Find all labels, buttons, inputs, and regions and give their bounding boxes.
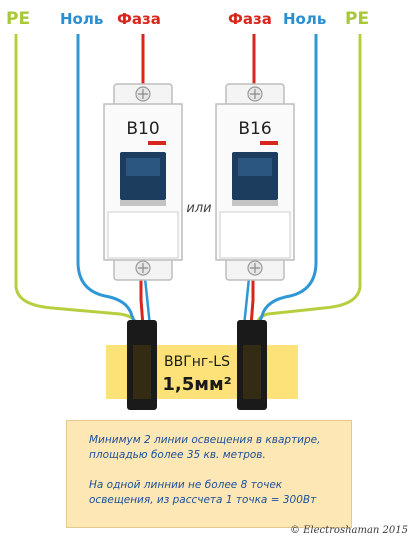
label-phase-right: Фаза <box>228 10 272 28</box>
label-pe-left: PE <box>6 9 30 29</box>
note-line: Минимум 2 линии освещения в квартире, <box>89 434 321 446</box>
label-pe-right: PE <box>345 9 369 29</box>
cable-section: 1,5мм² <box>162 374 231 395</box>
label-neutral-left: Ноль <box>60 10 103 28</box>
note-line: площадью более 35 кв. метров. <box>89 449 266 461</box>
label-phase-left: Фаза <box>117 10 161 28</box>
wire-neutral-right <box>256 34 318 327</box>
wire-blue-bottom-right <box>242 277 251 327</box>
wire-phase-bottom-left <box>139 278 145 327</box>
breaker-rating: B10 <box>126 119 159 139</box>
circuit-breaker-b10: B10 <box>103 83 183 281</box>
wire-neutral-left <box>76 34 138 327</box>
wire-phase-bottom-right <box>249 278 255 327</box>
note-line: освещения, из рассчета 1 точка = 300Вт <box>89 494 317 506</box>
circuit-breaker-b16: B16 <box>215 83 295 281</box>
info-note: Минимум 2 линии освещения в квартире, пл… <box>66 420 352 528</box>
cable-type: ВВГнг-LS <box>164 354 230 370</box>
or-label: или <box>186 201 211 216</box>
label-neutral-right: Ноль <box>283 10 326 28</box>
note-line: На одной линнии не более 8 точек <box>89 479 283 491</box>
breaker-rating: B16 <box>238 119 271 139</box>
wire-blue-bottom-left <box>143 277 152 327</box>
copyright: © Electroshaman 2015 <box>289 525 408 536</box>
